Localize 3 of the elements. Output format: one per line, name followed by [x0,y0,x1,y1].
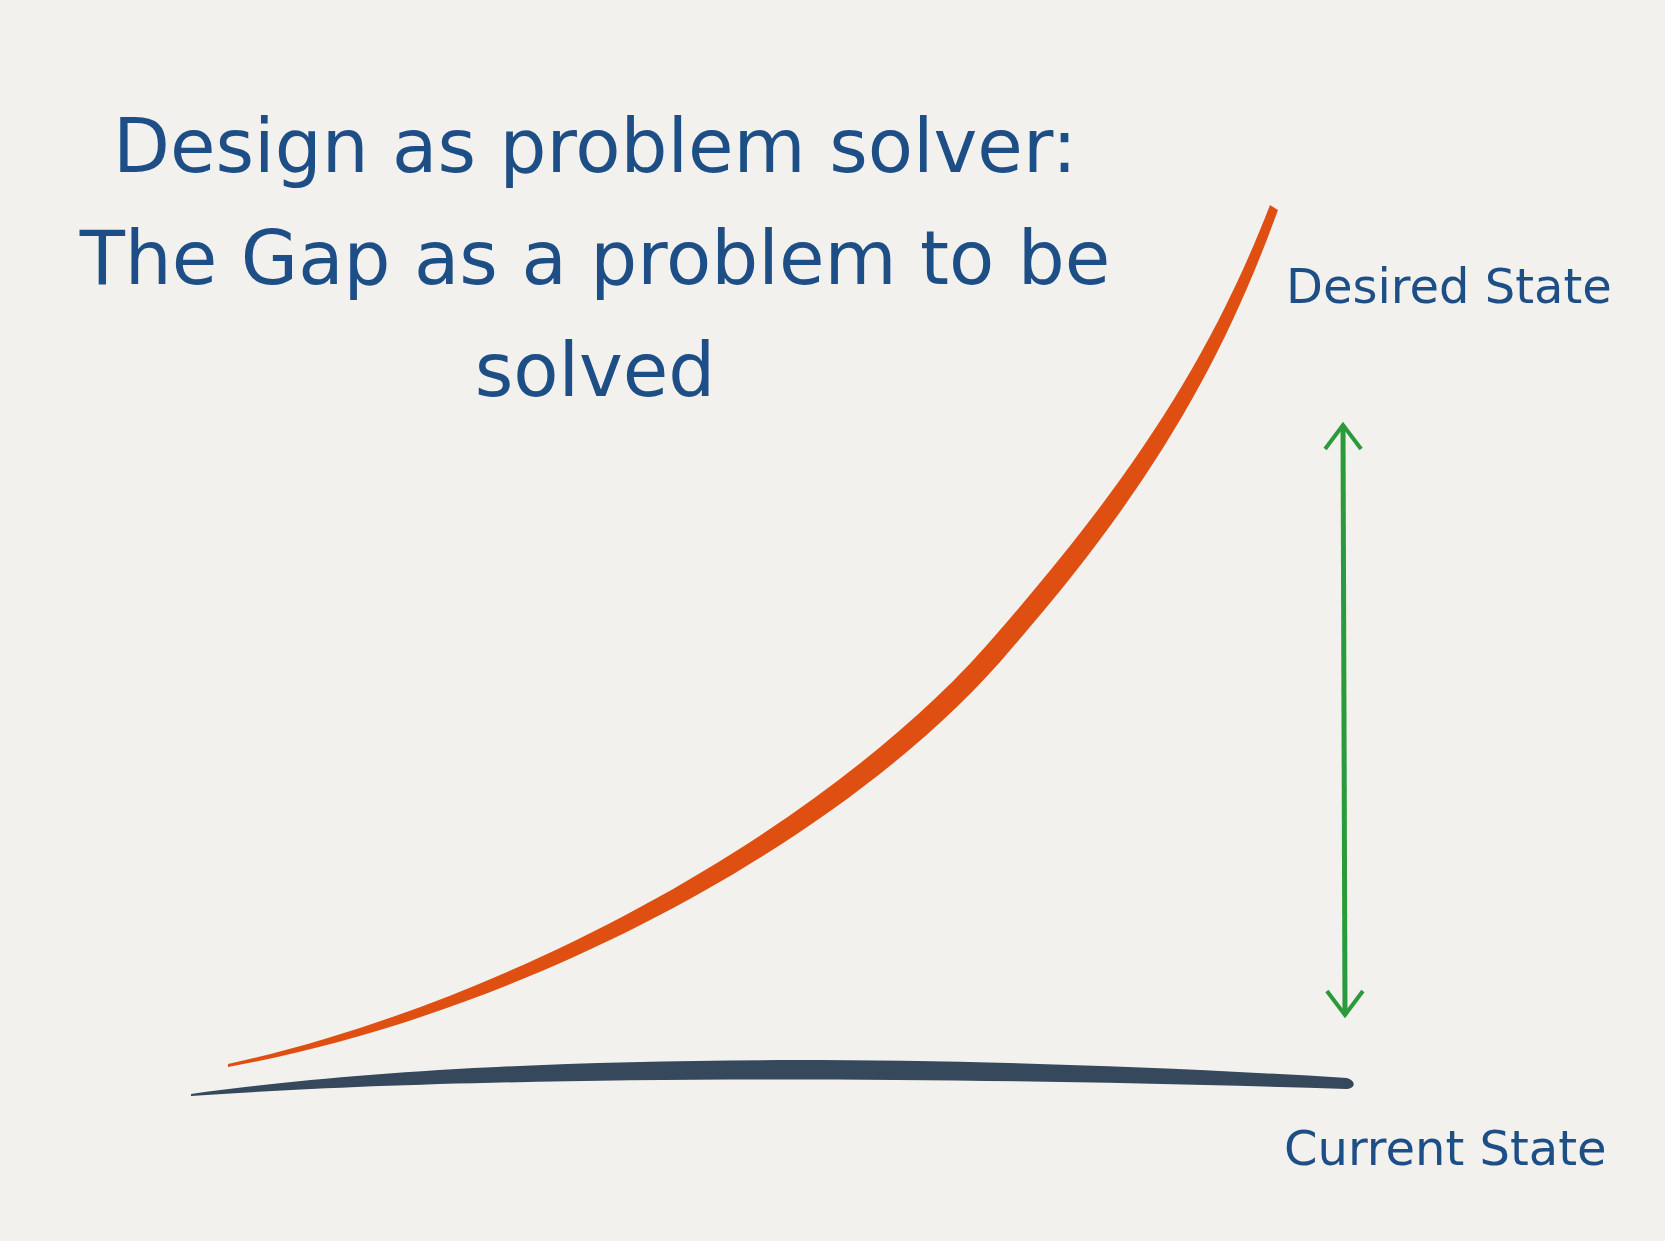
slide-title: Design as problem solver: The Gap as a problem to be solved [78,102,1112,415]
state-label: Desired State [1286,258,1612,314]
state-label: Current State [1284,1120,1607,1176]
